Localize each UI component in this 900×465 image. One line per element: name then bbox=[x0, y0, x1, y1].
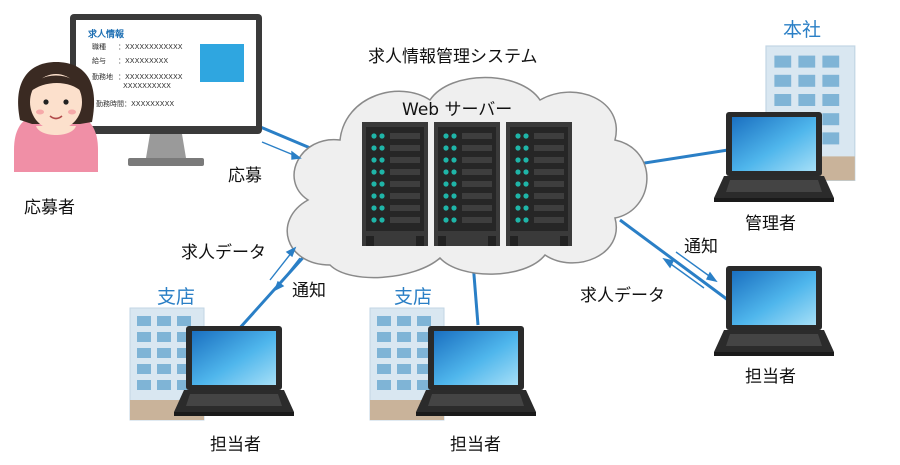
server-label: Web サーバー bbox=[402, 100, 513, 120]
branch-center-building-label: 支店 bbox=[394, 286, 433, 308]
monitor-photo-placeholder bbox=[200, 44, 244, 82]
headoffice-building-label: 本社 bbox=[783, 19, 822, 41]
branch-center-user-label: 担当者 bbox=[450, 435, 501, 455]
applicant-label: 応募者 bbox=[24, 198, 75, 218]
server-rack bbox=[362, 122, 572, 246]
remote-up-label: 求人データ bbox=[580, 286, 665, 306]
arrow-apply bbox=[261, 141, 297, 157]
line-server-remote bbox=[619, 218, 729, 302]
server-unit-1 bbox=[362, 122, 428, 246]
remote-down-label: 通知 bbox=[684, 237, 718, 257]
laptop-remote bbox=[714, 266, 834, 356]
apply-label: 応募 bbox=[228, 166, 262, 186]
branch-left-up-label: 求人データ bbox=[181, 243, 266, 263]
system-title: 求人情報管理システム bbox=[368, 47, 538, 67]
monitor-row-key: 勤務地 bbox=[92, 73, 113, 81]
branch-left-building-label: 支店 bbox=[157, 286, 196, 308]
arrow-branch-left-up bbox=[269, 251, 293, 281]
monitor-row-key: 職種 bbox=[92, 43, 106, 51]
arrows bbox=[261, 141, 718, 292]
applicant-avatar bbox=[14, 62, 98, 172]
remote-user-label: 担当者 bbox=[745, 367, 796, 387]
headoffice-user-label: 管理者 bbox=[745, 214, 796, 234]
monitor-row-value: ：XXXXXXXXX bbox=[118, 57, 169, 65]
applicant-monitor bbox=[70, 14, 262, 166]
laptop-headoffice bbox=[714, 112, 834, 202]
arrow-remote-down bbox=[675, 251, 713, 279]
branch-left-user-label: 担当者 bbox=[210, 435, 261, 455]
line-applicant-server bbox=[257, 124, 316, 152]
monitor-row-value: ：XXXXXXXXXXXX bbox=[118, 73, 183, 81]
branch-left-down-label: 通知 bbox=[292, 281, 326, 301]
server-unit-3 bbox=[506, 122, 572, 246]
server-unit-2 bbox=[434, 122, 500, 246]
laptop-branch-left bbox=[174, 326, 294, 416]
monitor-row-value: ：XXXXXXXXX bbox=[124, 100, 175, 108]
laptop-branch-center bbox=[416, 326, 536, 416]
monitor-row-value: ：XXXXXXXXXXXX bbox=[118, 43, 183, 51]
monitor-row-key: 勤務時間 bbox=[96, 100, 124, 108]
arrow-branch-left-down bbox=[277, 257, 301, 287]
monitor-title: 求人情報 bbox=[88, 30, 125, 40]
monitor-row-key: 給与 bbox=[92, 57, 106, 65]
arrow-remote-up bbox=[667, 261, 705, 289]
monitor-row-value: XXXXXXXXXX bbox=[123, 82, 171, 90]
